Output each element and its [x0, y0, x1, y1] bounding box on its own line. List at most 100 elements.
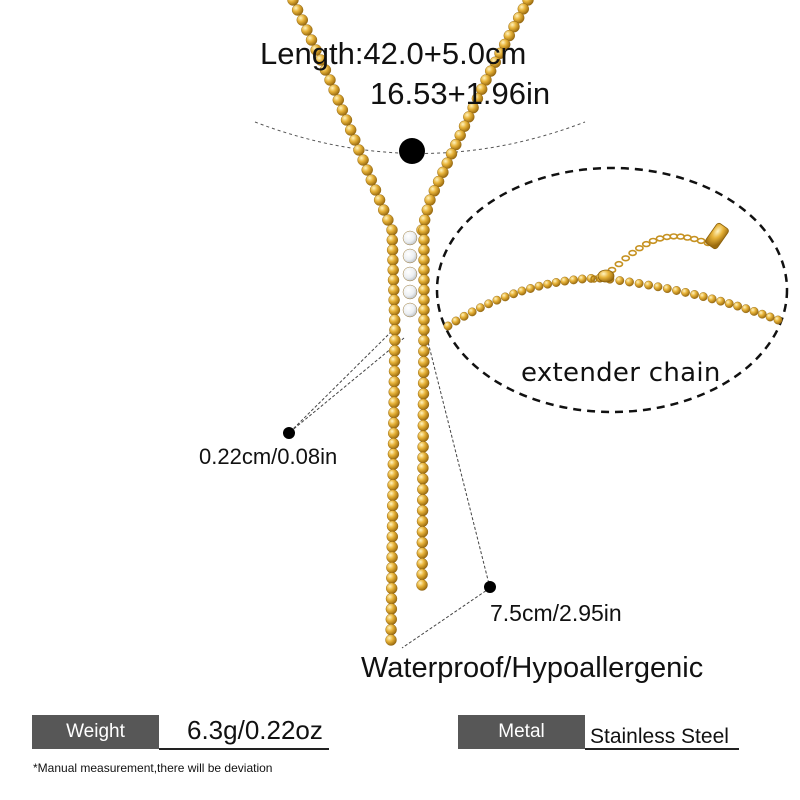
chain-bead-right [499, 38, 511, 51]
tassel-bead-long [386, 562, 398, 574]
chain-bead-left [301, 24, 313, 36]
pearl-bead [402, 266, 418, 282]
chain-bead-right [508, 21, 520, 33]
tassel-bead-short [417, 462, 429, 474]
tassel-bead-long [388, 407, 400, 419]
extender-bead [500, 292, 510, 302]
pearl-bead [402, 284, 418, 300]
chain-bead-left [357, 154, 369, 166]
tassel-bead-long [389, 324, 401, 336]
tassel-bead-short [416, 579, 428, 591]
tassel-bead-short [418, 314, 430, 326]
chain-bead-left [353, 144, 365, 156]
center-marker-dot [399, 138, 425, 164]
extender-bead [690, 290, 699, 299]
tassel-bead-short [416, 568, 428, 581]
extender-bead [733, 301, 742, 311]
pearl-bead [402, 230, 418, 246]
chain-bead-left [386, 234, 398, 246]
tassel-bead-long [385, 613, 397, 625]
chain-bead-left [340, 114, 353, 126]
chain-bead-left [315, 54, 327, 66]
extender-bead [625, 277, 634, 287]
extender-bead [526, 284, 535, 293]
chain-bead-left [387, 264, 399, 276]
tassel-bead-long [387, 438, 400, 450]
tassel-bead-short [416, 536, 428, 549]
chain-bead-left [382, 214, 394, 226]
chain-bead-right [513, 12, 525, 24]
tassel-bead-long [388, 355, 401, 367]
tassel-bead-long [387, 448, 400, 460]
extender-bead [707, 294, 717, 304]
chain-bead-left [336, 104, 349, 116]
extender-bead [443, 321, 453, 331]
chain-bead-left [328, 84, 340, 96]
extender-bead [451, 316, 461, 326]
tassel-bead-short [417, 483, 429, 496]
tassel-bead-short [418, 274, 430, 286]
chain-bead-right [485, 65, 497, 77]
chain-bead-right [419, 214, 431, 226]
pearl-bead [402, 302, 418, 318]
chain-bead-right [432, 175, 445, 188]
extender-link [628, 249, 637, 257]
extender-bead [634, 279, 644, 288]
extender-bead [662, 284, 672, 293]
tassel-bead-long [385, 624, 397, 636]
extender-bead [569, 275, 578, 285]
extender-bead [749, 306, 759, 316]
tassel-bead-short [417, 388, 430, 400]
tassel-bead-short [418, 304, 430, 316]
extender-callout-ellipse [435, 166, 789, 414]
tassel-bead-short [417, 494, 429, 506]
chain-bead-left [387, 254, 399, 266]
tassel-bead-long [386, 510, 399, 522]
chain-bead-right [476, 83, 488, 95]
extender-bead [467, 307, 477, 317]
tassel-bead-long [385, 593, 398, 605]
chain-bead-left [388, 304, 401, 316]
tassel-bead-short [417, 419, 429, 432]
extender-bead [773, 315, 783, 325]
chain-bead-left [345, 124, 357, 136]
chain-bead-left [332, 94, 344, 106]
chain-bead-left [287, 0, 299, 6]
tassel-bead-long [388, 365, 401, 377]
extender-bead [459, 311, 469, 321]
extender-bead [644, 280, 653, 290]
chain-bead-right [463, 111, 475, 123]
extender-bead [757, 309, 767, 319]
tassel-bead-long [387, 479, 399, 491]
pearl-bead [402, 248, 418, 264]
tassel-length-label: 7.5cm/2.95in [490, 600, 622, 626]
length-inches-label: 16.53+1.96in [370, 76, 551, 111]
extender-link [614, 260, 624, 268]
chain-bead-right [454, 129, 466, 142]
tassel-bead-long [386, 582, 398, 594]
chain-bead-left [389, 314, 401, 326]
extender-bead [509, 289, 518, 299]
extender-bead [475, 303, 485, 313]
tassel-bead-long [388, 386, 400, 398]
chain-bead-right [421, 204, 433, 216]
chain-bead-left [388, 294, 400, 306]
length-label: Length:42.0+5.0cm [260, 36, 527, 71]
chain-bead-left [310, 44, 322, 56]
bead-size-leader [289, 329, 405, 433]
tassel-bead-short [417, 430, 429, 442]
extender-bead [681, 287, 690, 297]
chain-bead-left [386, 224, 398, 236]
tassel-bead-long [386, 541, 398, 553]
tassel-bead-short [416, 504, 429, 517]
tassel-bead-long [387, 500, 399, 512]
weight-label-box: Weight [32, 715, 159, 749]
chain-bead-right [445, 148, 458, 160]
chain-bead-left [305, 34, 318, 46]
tassel-bead-long [387, 489, 399, 501]
metal-label: Metal [498, 721, 545, 742]
tassel-bead-short [416, 558, 428, 570]
tassel-bead-short [417, 451, 429, 464]
extender-bead [698, 292, 708, 301]
